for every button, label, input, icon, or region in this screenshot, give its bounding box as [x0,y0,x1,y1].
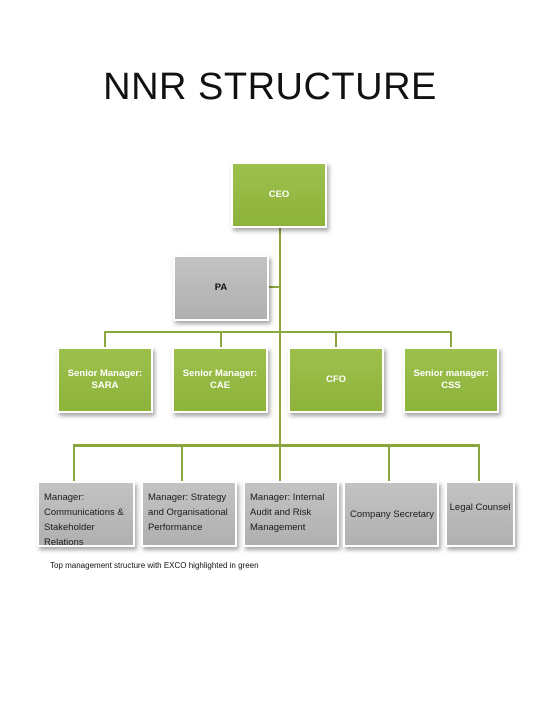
connector-manager-drop-3 [279,444,281,482]
manager-box-strategy: Manager: Strategy and Organisational Per… [141,481,237,547]
connector-pa [268,286,280,288]
connector-manager-drop-2 [181,444,183,482]
caption: Top management structure with EXCO highl… [50,561,259,570]
connector-senior-drop-1 [104,331,106,348]
connector-manager-bar [73,444,480,447]
slide-title: NNR STRUCTURE [103,66,437,108]
ceo-box: CEO [231,162,327,228]
legal-counsel-box: Legal Counsel [445,481,515,547]
senior-box-css: Senior manager: CSS [403,347,499,413]
connector-senior-drop-2 [220,331,222,348]
connector-senior-bar [104,331,452,333]
connector-manager-drop-1 [73,444,75,482]
senior-box-sara: Senior Manager: SARA [57,347,153,413]
manager-box-audit: Manager: Internal Audit and Risk Managem… [243,481,339,547]
connector-senior-drop-3 [335,331,337,348]
pa-box: PA [173,255,269,321]
connector-manager-drop-5 [478,444,480,482]
connector-senior-drop-4 [450,331,452,348]
cfo-box: CFO [288,347,384,413]
company-secretary-box: Company Secretary [343,481,439,547]
senior-box-cae: Senior Manager: CAE [172,347,268,413]
connector-ceo-trunk [279,228,281,446]
manager-box-communications: Manager: Communications & Stakeholder Re… [37,481,135,548]
connector-manager-drop-4 [388,444,390,482]
